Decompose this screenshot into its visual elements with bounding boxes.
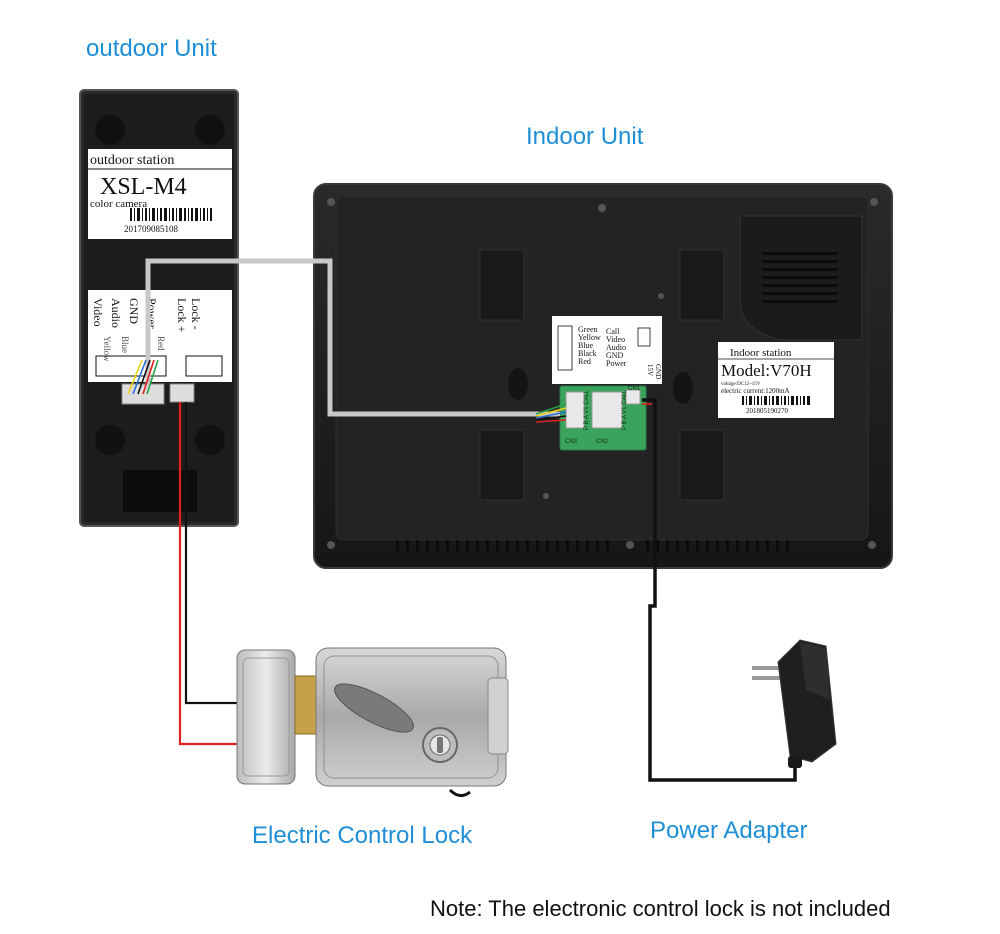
connector-pins-cn2: P B A V1 CALL (622, 389, 628, 430)
lock-caption: Electric Control Lock (252, 822, 473, 849)
indoor-label-voltage: voltage:DC12~15V (721, 382, 761, 387)
indoor-color-blue: Blue (578, 341, 594, 350)
indoor-label-current: electric current:1200mA (721, 387, 790, 395)
indoor-color-yellow: Yellow (578, 333, 601, 342)
outdoor-term-lock-plus: Lock + (175, 298, 189, 333)
connector-cn2: CN2 (596, 439, 609, 445)
indoor-wiring-label (552, 316, 662, 384)
outdoor-label-serial: 201709085108 (124, 224, 179, 234)
outdoor-color-blue: Blue (120, 336, 130, 353)
lock-wire-black (184, 402, 240, 705)
indoor-label-serial: 201805190270 (746, 407, 789, 415)
outdoor-label-heading: outdoor station (90, 153, 174, 168)
indoor-color-black: Black (578, 349, 597, 358)
power-adapter-caption: Power Adapter (650, 817, 808, 844)
outdoor-label-subtitle: color camera (90, 198, 147, 210)
indoor-term-video: Video (606, 335, 625, 344)
connector-cn1: CN1 (628, 386, 641, 392)
outdoor-unit: outdoor station XSL-M4 color camera 2017… (79, 89, 239, 527)
connector-pins-cn3: P B A V1 CALL (584, 389, 590, 430)
video-cable (145, 258, 560, 417)
outdoor-color-red: Red (156, 336, 166, 351)
indoor-label-heading: Indoor station (730, 347, 792, 359)
outdoor-barcode (130, 208, 212, 221)
indoor-barcode (742, 396, 810, 405)
indoor-unit-caption: Indoor Unit (526, 123, 644, 150)
lock-wire-red (178, 402, 240, 746)
indoor-label (718, 342, 834, 418)
outdoor-wiring-label (88, 290, 232, 382)
indoor-term-gnd: GND (606, 351, 624, 360)
indoor-color-green: Green (578, 325, 598, 334)
outdoor-term-lock-minus: Lock - (189, 298, 203, 330)
connector-cn3: CN3 (565, 439, 578, 445)
outdoor-label-model: XSL-M4 (100, 174, 187, 200)
outdoor-color-yellow: Yellow (102, 336, 112, 362)
indoor-term-power: Power (606, 359, 627, 368)
outdoor-label (88, 149, 232, 239)
power-adapter-illustration (752, 639, 837, 768)
indoor-dc-voltage: 15V (646, 364, 654, 376)
power-cable (642, 398, 797, 782)
colored-leads (127, 359, 567, 423)
outdoor-term-gnd: GND (127, 298, 141, 324)
electric-lock-illustration (236, 647, 509, 797)
indoor-term-call: Call (606, 327, 620, 336)
indoor-unit: Green Yellow Blue Black Red Call Video A… (313, 183, 893, 569)
outdoor-unit-caption: outdoor Unit (86, 35, 217, 62)
outdoor-term-video: Video (91, 298, 105, 327)
indoor-term-audio: Audio (606, 343, 626, 352)
indoor-color-red: Red (578, 357, 591, 366)
note-text: Note: The electronic control lock is not… (430, 896, 891, 921)
outdoor-term-audio: Audio (109, 298, 123, 328)
indoor-gnd-label: GND (654, 364, 662, 379)
indoor-label-model: Model:V70H (721, 361, 812, 380)
